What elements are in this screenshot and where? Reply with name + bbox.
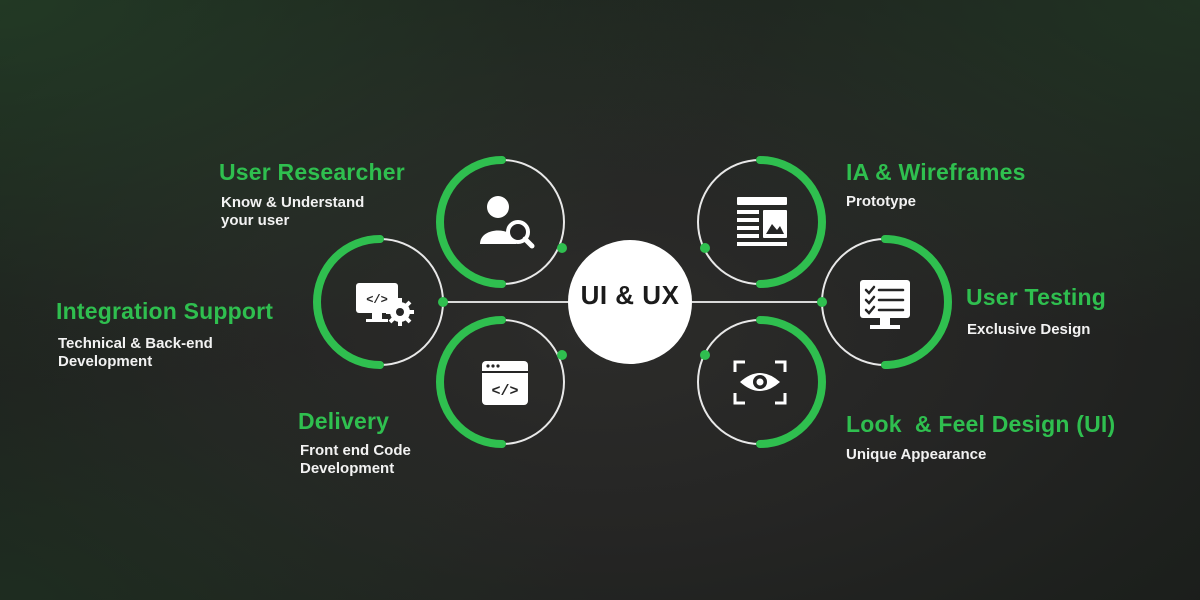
subtitle-ia-wireframes: Prototype — [846, 193, 916, 211]
node-ia-wireframes — [697, 156, 826, 288]
node-dot — [438, 297, 448, 307]
subtitle-user-researcher: Know & Understand your user — [221, 194, 364, 230]
center-circle — [568, 240, 692, 364]
subtitle-line: Know & Understand — [221, 194, 365, 211]
accent-arc-look-feel — [756, 316, 826, 448]
wireframe-layout-icon — [737, 197, 787, 246]
accent-arc-delivery — [436, 316, 506, 448]
subtitle-line: your user — [221, 212, 290, 229]
code-monitor-gear-icon: </> — [356, 283, 414, 326]
title-delivery: Delivery — [298, 408, 390, 434]
subtitle-line: Development — [58, 353, 153, 370]
subtitle-line: Prototype — [846, 193, 917, 210]
subtitle-line: Unique Appearance — [846, 446, 987, 463]
subtitle-line: Exclusive Design — [967, 321, 1091, 338]
eye-scan-icon — [733, 360, 787, 405]
node-dot — [817, 297, 827, 307]
node-dot — [557, 243, 567, 253]
svg-text:</>: </> — [366, 293, 388, 307]
code-window-icon: </> — [482, 361, 528, 405]
subtitle-delivery: Front end Code Development — [300, 442, 411, 478]
accent-arc-integration-support — [313, 235, 384, 369]
subtitle-line: Development — [300, 460, 395, 477]
node-dot — [557, 350, 567, 360]
subtitle-line: Front end Code — [300, 442, 411, 459]
node-look-feel — [697, 316, 826, 448]
title-integration-support: Integration Support — [56, 298, 274, 324]
node-integration-support: </> — [313, 235, 448, 369]
accent-arc-user-testing — [881, 235, 952, 369]
checklist-monitor-icon — [860, 280, 910, 329]
center-label: UI & UX — [580, 280, 680, 310]
title-ia-wireframes: IA & Wireframes — [846, 159, 1026, 185]
node-delivery: </> — [436, 316, 567, 448]
node-dot — [700, 350, 710, 360]
node-dot — [700, 243, 710, 253]
svg-text:</>: </> — [491, 383, 518, 400]
subtitle-user-testing: Exclusive Design — [967, 321, 1090, 339]
accent-arc-user-researcher — [436, 156, 506, 288]
title-look-feel: Look & Feel Design (UI) — [846, 411, 1116, 437]
subtitle-integration-support: Technical & Back-end Development — [58, 335, 213, 371]
title-user-testing: User Testing — [966, 284, 1107, 310]
accent-arc-ia-wireframes — [756, 156, 826, 288]
node-user-testing — [817, 235, 952, 369]
node-user-researcher — [436, 156, 567, 288]
subtitle-look-feel: Unique Appearance — [846, 446, 986, 464]
user-search-icon — [480, 196, 535, 249]
subtitle-line: Technical & Back-end — [58, 335, 213, 352]
title-user-researcher: User Researcher — [219, 159, 405, 185]
